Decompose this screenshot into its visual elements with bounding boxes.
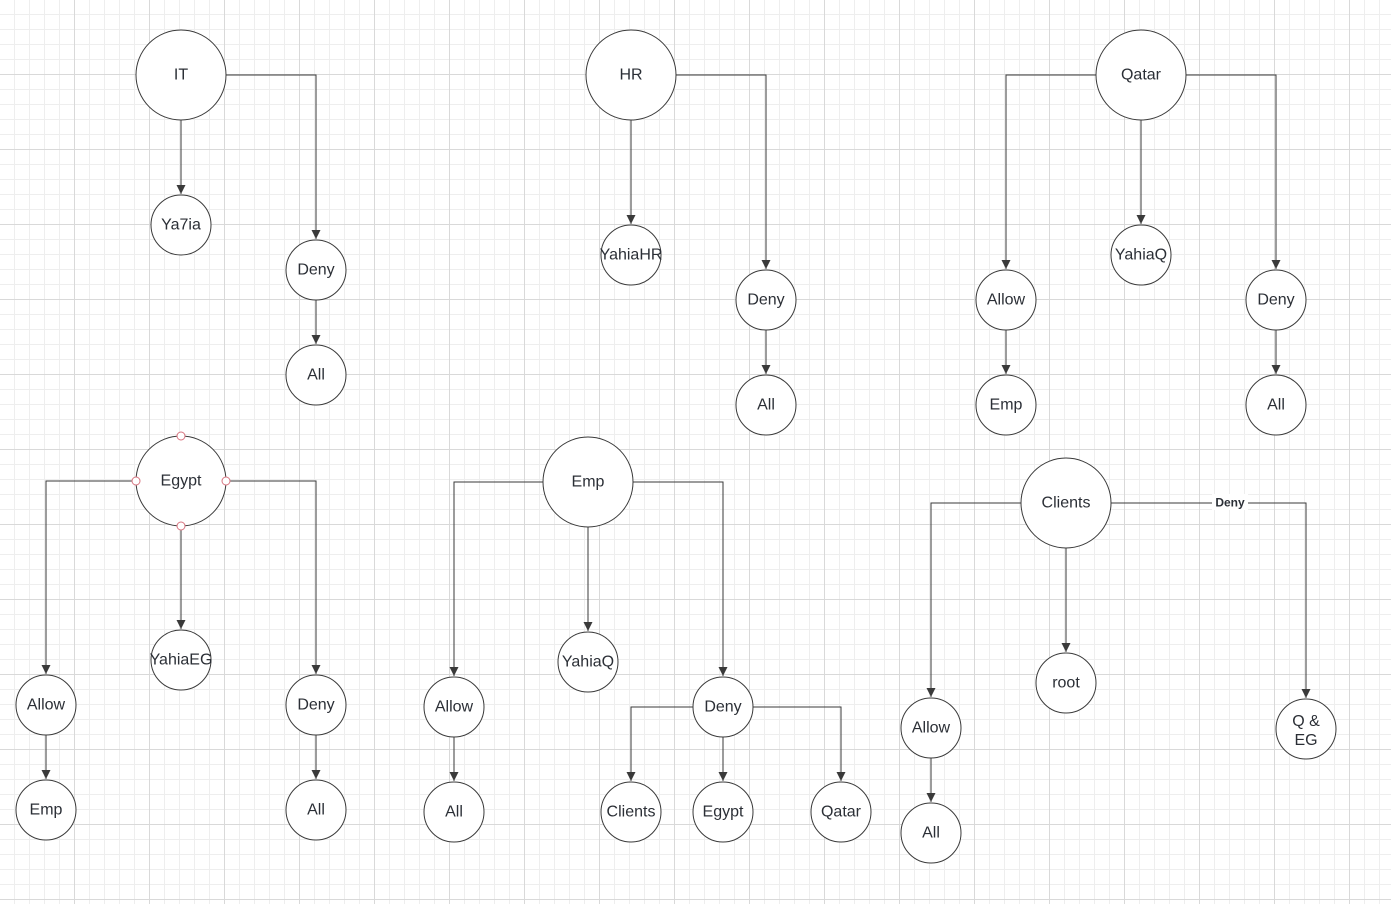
- node-it-ya7ia[interactable]: Ya7ia: [150, 194, 212, 256]
- node-label: Q &EG: [1292, 713, 1320, 749]
- node-label: YahiaHR: [600, 247, 663, 264]
- edge-emp-deny-to-qatar[interactable]: [753, 706, 846, 781]
- node-label: YahiaEG: [150, 652, 213, 669]
- node-label: Allow: [435, 699, 474, 716]
- edge-label-background: [1212, 494, 1248, 510]
- node-clients-root[interactable]: Clients: [1020, 457, 1112, 549]
- node-it-root[interactable]: IT: [135, 29, 227, 121]
- node-label: Allow: [987, 292, 1026, 309]
- edge-emp-to-allow[interactable]: [449, 481, 543, 676]
- node-qatar-deny[interactable]: Deny: [1245, 269, 1307, 331]
- node-label: All: [922, 825, 940, 842]
- node-label: All: [757, 397, 775, 414]
- node-clients-q-eg[interactable]: Q &EG: [1275, 698, 1337, 760]
- node-label: All: [307, 802, 325, 819]
- node-egypt-allow[interactable]: Allow: [15, 674, 77, 736]
- node-hr-deny[interactable]: Deny: [735, 269, 797, 331]
- node-label: All: [1267, 397, 1285, 414]
- node-label: Allow: [912, 720, 951, 737]
- edge-it-to-deny[interactable]: [226, 74, 321, 239]
- edge-emp-deny-to-clients[interactable]: [626, 706, 693, 781]
- node-label: YahiaQ: [1115, 247, 1167, 264]
- node-qatar-allow-emp[interactable]: Emp: [975, 374, 1037, 436]
- node-label: Emp: [572, 474, 605, 491]
- node-qatar-root[interactable]: Qatar: [1095, 29, 1187, 121]
- node-label: Allow: [27, 697, 66, 714]
- node-it-deny-all[interactable]: All: [285, 344, 347, 406]
- edge-emp-to-deny[interactable]: [633, 481, 728, 676]
- edge-egypt-to-allow[interactable]: [41, 480, 136, 674]
- node-qatar-allow[interactable]: Allow: [975, 269, 1037, 331]
- node-clients-allow-all[interactable]: All: [900, 802, 962, 864]
- node-label: All: [307, 367, 325, 384]
- connection-handle-left[interactable]: [131, 476, 141, 486]
- node-egypt-allow-emp[interactable]: Emp: [15, 779, 77, 841]
- node-label: Deny: [297, 697, 334, 714]
- connection-handle-right[interactable]: [221, 476, 231, 486]
- node-emp-deny-qatar[interactable]: Qatar: [810, 781, 872, 843]
- node-qatar-yahiaq[interactable]: YahiaQ: [1110, 224, 1172, 286]
- edge-qatar-to-allow[interactable]: [1001, 74, 1096, 269]
- edge-hr-to-deny[interactable]: [676, 74, 771, 269]
- edge-clients-to-q-eg[interactable]: [1111, 502, 1311, 698]
- node-hr-root[interactable]: HR: [585, 29, 677, 121]
- node-egypt-yahiaeg[interactable]: YahiaEG: [150, 629, 213, 691]
- node-label: IT: [174, 67, 188, 84]
- edge-clients-to-allow[interactable]: [926, 502, 1021, 697]
- node-label: Clients: [1042, 495, 1091, 512]
- node-clients-allow[interactable]: Allow: [900, 697, 962, 759]
- node-label: Deny: [1257, 292, 1294, 309]
- node-label: Emp: [990, 397, 1023, 414]
- node-label: Deny: [297, 262, 334, 279]
- node-label: Egypt: [161, 473, 202, 490]
- node-label: All: [445, 804, 463, 821]
- node-it-deny[interactable]: Deny: [285, 239, 347, 301]
- node-label: HR: [619, 67, 642, 84]
- node-emp-deny-clients[interactable]: Clients: [600, 781, 662, 843]
- node-label: Clients: [607, 804, 656, 821]
- node-hr-yahiahr[interactable]: YahiaHR: [600, 224, 663, 286]
- edge-label-deny[interactable]: Deny: [1215, 496, 1245, 510]
- node-emp-deny[interactable]: Deny: [692, 676, 754, 738]
- connection-handle-bottom[interactable]: [176, 521, 186, 531]
- node-emp-allow-all[interactable]: All: [423, 781, 485, 843]
- node-egypt-deny-all[interactable]: All: [285, 779, 347, 841]
- node-egypt-deny[interactable]: Deny: [285, 674, 347, 736]
- node-emp-allow[interactable]: Allow: [423, 676, 485, 738]
- node-emp-deny-egypt[interactable]: Egypt: [692, 781, 754, 843]
- node-label: root: [1052, 675, 1080, 692]
- node-label: Emp: [30, 802, 63, 819]
- node-qatar-deny-all[interactable]: All: [1245, 374, 1307, 436]
- node-label: Deny: [747, 292, 784, 309]
- node-label: Deny: [704, 699, 741, 716]
- node-label: Qatar: [821, 804, 862, 821]
- node-label: Egypt: [703, 804, 744, 821]
- node-clients-root-user[interactable]: root: [1035, 652, 1097, 714]
- node-label: YahiaQ: [562, 654, 614, 671]
- edge-egypt-to-deny[interactable]: [226, 480, 321, 674]
- node-hr-deny-all[interactable]: All: [735, 374, 797, 436]
- node-label: Qatar: [1121, 67, 1162, 84]
- connection-handle-top[interactable]: [176, 431, 186, 441]
- node-emp-root[interactable]: Emp: [542, 436, 634, 528]
- edge-qatar-to-deny[interactable]: [1186, 74, 1281, 269]
- node-egypt-root[interactable]: Egypt: [131, 431, 231, 531]
- node-emp-yahiaq[interactable]: YahiaQ: [557, 631, 619, 693]
- connectors: [41, 74, 1311, 802]
- node-label: Ya7ia: [161, 217, 201, 234]
